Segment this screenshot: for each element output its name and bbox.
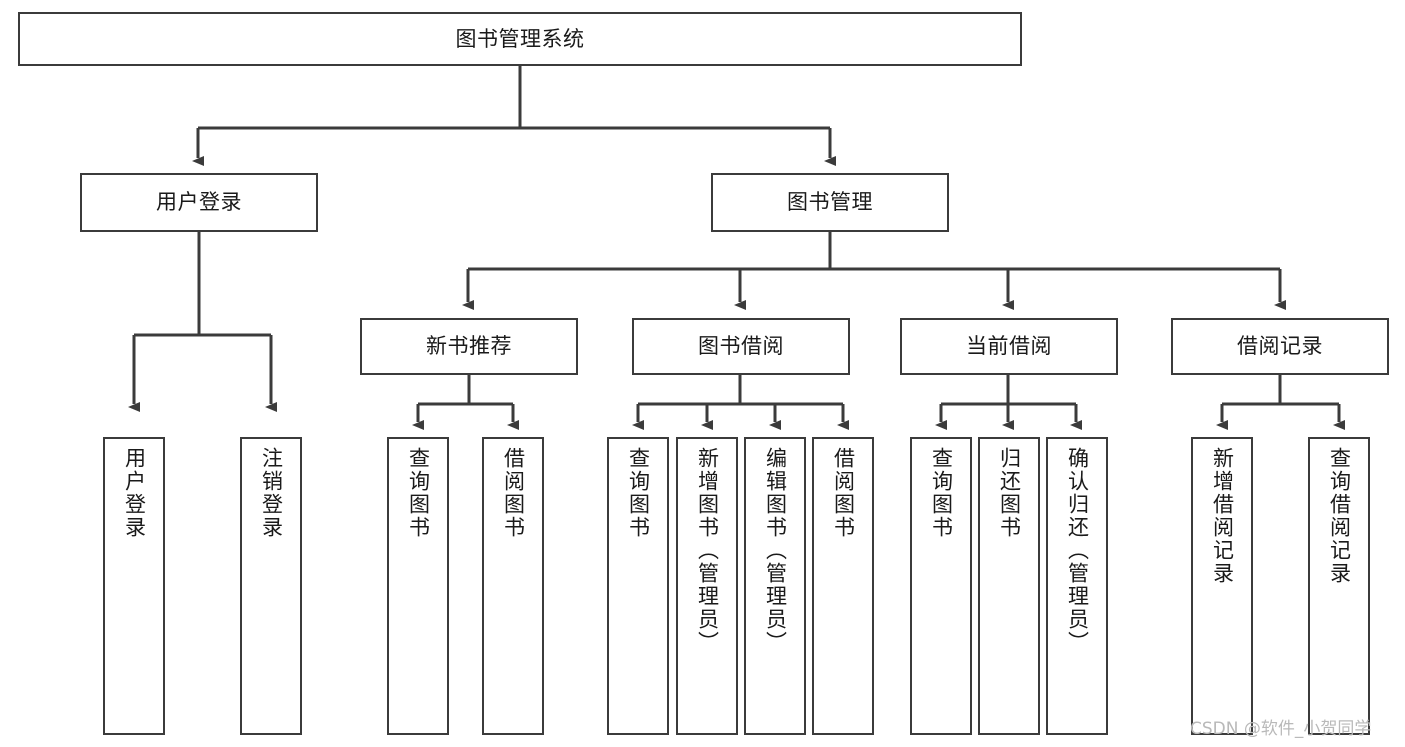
node-label: 归还图书 [997,447,1022,539]
node-label: 查询借阅记录 [1327,447,1352,585]
leaf-current-borrow-return[interactable]: 归还图书 [978,437,1040,735]
node-borrow-records[interactable]: 借阅记录 [1171,318,1389,375]
node-book-borrow[interactable]: 图书借阅 [632,318,850,375]
leaf-new-books-query[interactable]: 查询图书 [387,437,449,735]
leaf-book-borrow-query[interactable]: 查询图书 [607,437,669,735]
leaf-book-borrow-add[interactable]: 新增图书（管理员） [676,437,738,735]
node-label: 查询图书 [406,447,431,539]
node-label: 新增借阅记录 [1210,447,1235,585]
node-book-management[interactable]: 图书管理 [711,173,949,232]
node-current-borrow[interactable]: 当前借阅 [900,318,1118,375]
node-label: 确认归还（管理员） [1065,447,1090,654]
node-label: 当前借阅 [966,334,1052,358]
leaf-book-borrow-borrow[interactable]: 借阅图书 [812,437,874,735]
node-user-login[interactable]: 用户登录 [80,173,318,232]
node-root-system[interactable]: 图书管理系统 [18,12,1022,66]
node-label: 查询图书 [626,447,651,539]
leaf-current-borrow-confirm-return[interactable]: 确认归还（管理员） [1046,437,1108,735]
node-new-book-recommend[interactable]: 新书推荐 [360,318,578,375]
node-label: 借阅记录 [1237,334,1323,358]
node-label: 查询图书 [929,447,954,539]
leaf-user-login-login[interactable]: 用户登录 [103,437,165,735]
node-label: 注销登录 [259,447,284,539]
node-label: 新书推荐 [426,334,512,358]
leaf-borrow-records-query[interactable]: 查询借阅记录 [1308,437,1370,735]
node-label: 用户登录 [156,190,242,214]
leaf-book-borrow-edit[interactable]: 编辑图书（管理员） [744,437,806,735]
node-label: 用户登录 [122,447,147,539]
node-label: 编辑图书（管理员） [763,447,788,654]
node-label: 图书管理系统 [455,26,585,51]
leaf-borrow-records-add[interactable]: 新增借阅记录 [1191,437,1253,735]
node-label: 新增图书（管理员） [695,447,720,654]
csdn-watermark: CSDN @软件_小贺同学 [1190,719,1372,739]
leaf-current-borrow-query[interactable]: 查询图书 [910,437,972,735]
node-label: 图书借阅 [698,334,784,358]
node-label: 借阅图书 [501,447,526,539]
leaf-new-books-borrow[interactable]: 借阅图书 [482,437,544,735]
node-label: 借阅图书 [831,447,856,539]
node-label: 图书管理 [787,190,873,214]
leaf-user-login-logout[interactable]: 注销登录 [240,437,302,735]
